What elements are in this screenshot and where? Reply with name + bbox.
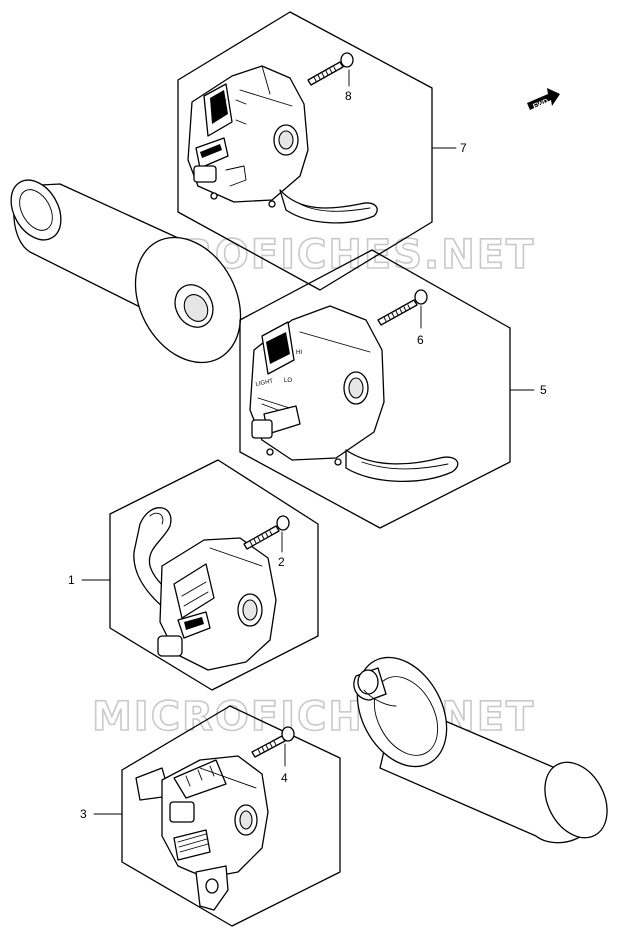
hexagon-outline-1 — [109, 459, 319, 691]
screw-part-2 — [243, 515, 290, 553]
grip-right — [353, 656, 608, 844]
callout-4: 4 — [281, 771, 288, 785]
switch-label-hi: HI — [296, 350, 302, 356]
callout-7: 7 — [460, 141, 467, 155]
screw-part-8 — [307, 52, 354, 87]
callout-3: 3 — [80, 807, 87, 821]
switch-label-lo: LO — [284, 378, 292, 384]
callout-2: 2 — [278, 555, 285, 569]
hexagon-outline-3 — [121, 705, 341, 927]
switch-assembly-lower-left — [135, 755, 269, 911]
switch-label-light: LIGHT — [255, 378, 274, 388]
hexagon-outline-5 — [239, 249, 511, 529]
hexagon-outline-7 — [177, 11, 433, 291]
screw-part-6 — [377, 289, 428, 329]
screw-part-4 — [251, 726, 295, 767]
callout-6: 6 — [417, 333, 424, 347]
fwd-arrow-icon: FWD — [527, 88, 560, 111]
callout-8: 8 — [345, 89, 352, 103]
callout-5: 5 — [540, 383, 547, 397]
switch-assembly-left — [133, 507, 277, 671]
callout-1: 1 — [68, 573, 75, 587]
switch-assembly-upper-right — [187, 65, 378, 224]
grip-left — [10, 179, 242, 364]
switch-assembly-right: HI LO LIGHT — [249, 305, 459, 483]
